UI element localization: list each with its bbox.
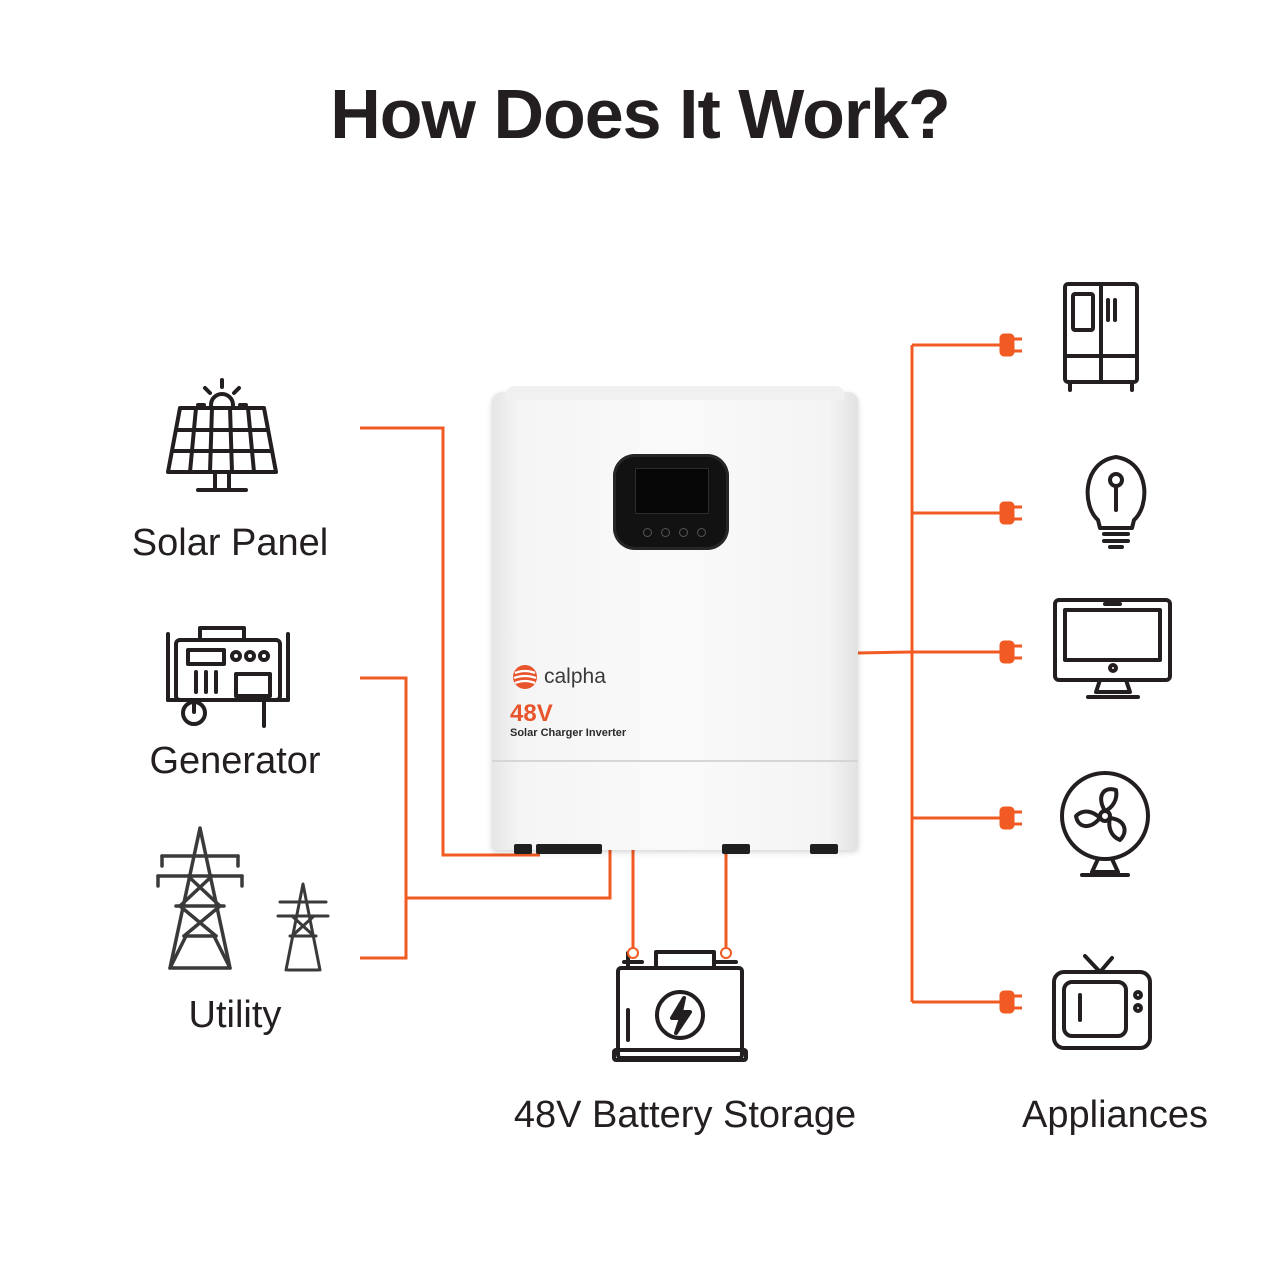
inverter-divider <box>492 760 858 762</box>
plug-icon-bulb <box>999 501 1022 525</box>
battery-terminals <box>627 947 732 959</box>
wire-solar <box>360 426 540 857</box>
utility-label: Utility <box>188 994 282 1036</box>
brand-logo-icon <box>513 665 537 689</box>
inverter-foot <box>514 844 532 854</box>
inverter-display-panel <box>613 454 729 550</box>
solar-panel-icon <box>166 378 278 492</box>
inverter-port <box>722 844 750 854</box>
refrigerator-icon <box>1063 282 1139 392</box>
television-icon <box>1052 954 1152 1050</box>
inverter-port <box>536 844 602 854</box>
wires <box>360 343 1005 1004</box>
inverter-lcd-screen <box>635 468 709 514</box>
inverter-top-cap <box>506 386 844 400</box>
plug-icon-monitor <box>999 640 1022 664</box>
fan-icon <box>1060 771 1150 877</box>
light-bulb-icon <box>1085 455 1147 549</box>
battery-icon <box>612 950 748 1062</box>
plug-icon-fan <box>999 806 1022 830</box>
inverter-model: Solar Charger Inverter <box>510 727 627 739</box>
page-title: How Does It Work? <box>330 75 951 153</box>
inverter-button <box>697 528 706 537</box>
inverter-voltage: 48V <box>510 700 553 727</box>
solar-panel-label: Solar Panel <box>131 522 329 564</box>
appliances-label: Appliances <box>1022 1094 1208 1136</box>
plug-icon-refrigerator <box>999 333 1022 357</box>
inverter-unit: calpha 48V Solar Charger Inverter <box>492 386 858 854</box>
monitor-icon <box>1053 598 1172 699</box>
plug-icon-tv <box>999 990 1022 1014</box>
generator-icon <box>166 626 290 728</box>
generator-label: Generator <box>149 740 321 782</box>
wire-output <box>857 650 913 655</box>
plug-icons <box>999 333 1022 1014</box>
utility-tower-small-icon <box>276 882 330 972</box>
utility-tower-icon <box>156 826 244 970</box>
inverter-button <box>661 528 670 537</box>
inverter-button <box>679 528 688 537</box>
wire-ac-input <box>406 848 612 900</box>
battery-storage-label: 48V Battery Storage <box>513 1094 857 1136</box>
brand-logo: calpha <box>512 662 606 692</box>
wire-generator <box>360 676 408 960</box>
inverter-foot <box>810 844 838 854</box>
inverter-button <box>643 528 652 537</box>
brand-name: calpha <box>544 665 606 688</box>
